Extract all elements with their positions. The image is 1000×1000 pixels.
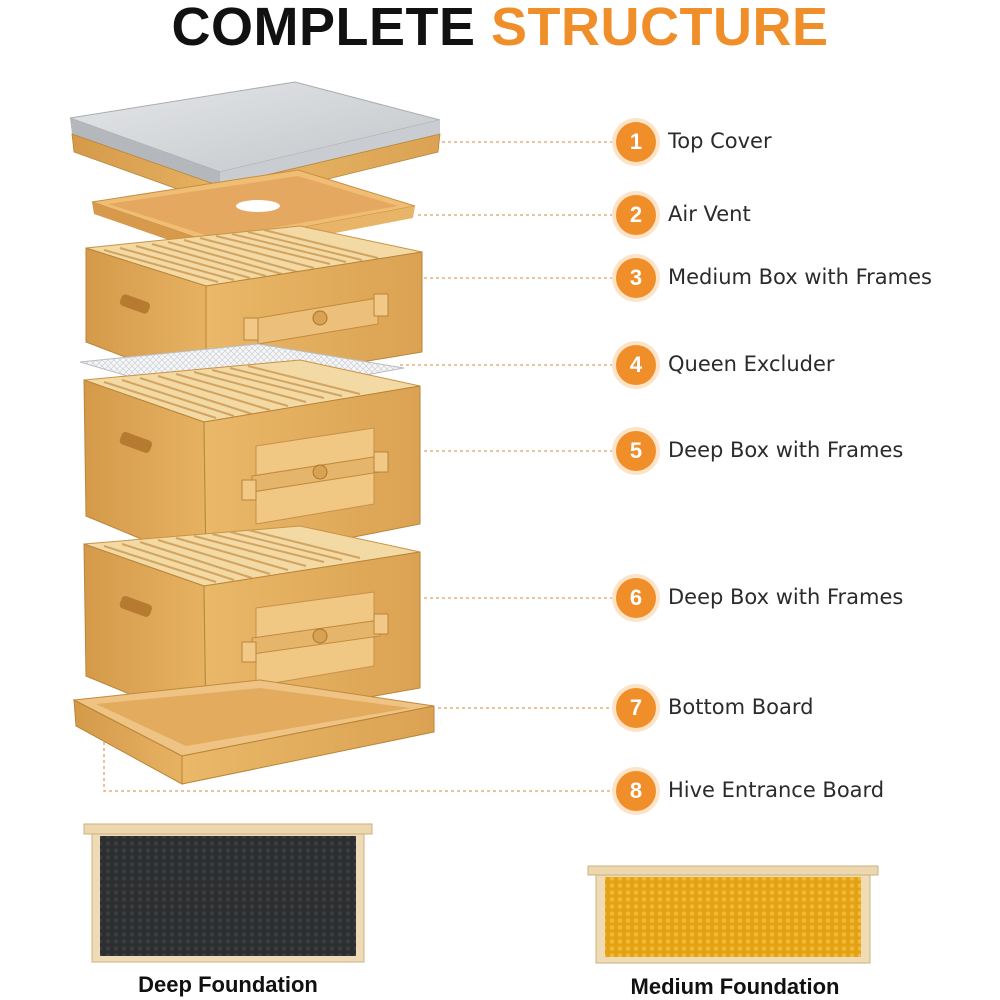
badge-8: 8 [616, 771, 656, 811]
label-deep-box-upper: Deep Box with Frames [668, 438, 904, 462]
caption-medium-foundation: Medium Foundation [630, 974, 840, 999]
label-queen-excluder: Queen Excluder [668, 352, 835, 376]
badge-7: 7 [616, 688, 656, 728]
title-word-structure: STRUCTURE [491, 0, 829, 57]
bottom-board [72, 679, 435, 785]
label-entrance-board: Hive Entrance Board [668, 778, 885, 802]
badge-2: 2 [616, 195, 656, 235]
badge-3: 3 [616, 258, 656, 298]
label-air-vent: Air Vent [668, 202, 751, 226]
medium-foundation-frame [587, 865, 879, 964]
caption-deep-foundation: Deep Foundation [138, 972, 318, 997]
title-word-complete: COMPLETE [171, 0, 476, 57]
label-medium-box: Medium Box with Frames [668, 265, 932, 289]
badge-5: 5 [616, 431, 656, 471]
page-title: COMPLETE STRUCTURE [0, 0, 1000, 58]
deep-foundation-frame [83, 823, 373, 963]
label-bottom-board: Bottom Board [668, 695, 814, 719]
label-top-cover: Top Cover [668, 129, 772, 153]
badge-1: 1 [616, 122, 656, 162]
badge-4: 4 [616, 345, 656, 385]
label-deep-box-lower: Deep Box with Frames [668, 585, 904, 609]
badge-6: 6 [616, 578, 656, 618]
deep-box-lower [83, 525, 421, 727]
deep-box-upper [83, 359, 421, 567]
leader-lines [103, 141, 612, 792]
